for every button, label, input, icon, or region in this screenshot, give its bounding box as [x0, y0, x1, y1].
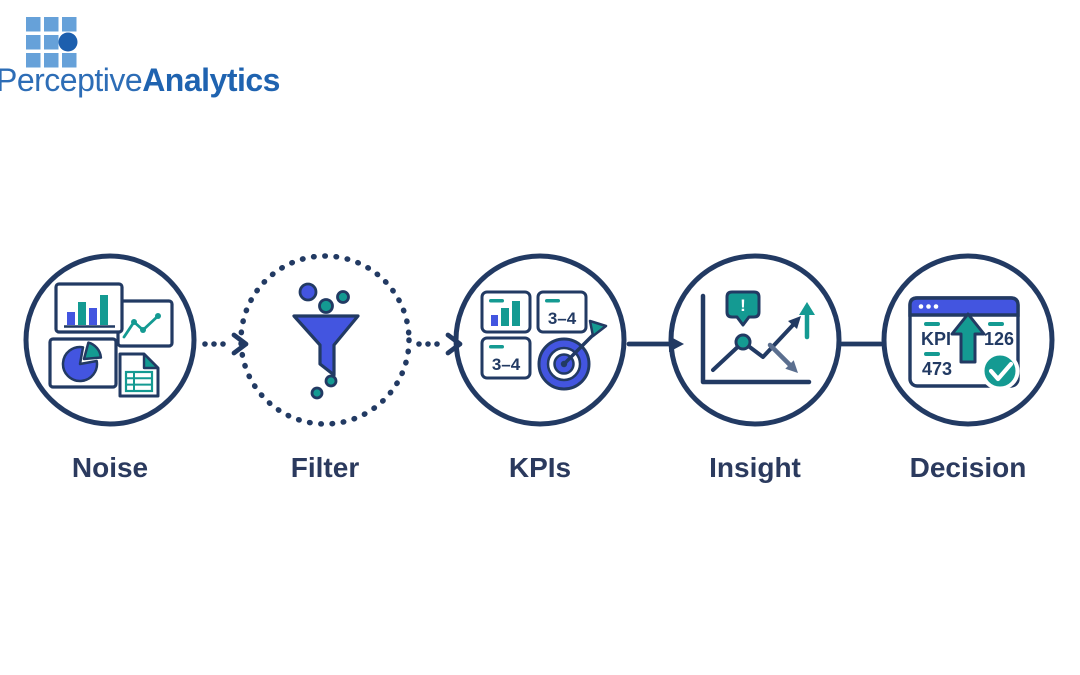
stage-circle-outline — [453, 253, 627, 427]
alert-bubble-icon: ! — [725, 290, 761, 327]
kpi-range-value: 3–4 — [548, 309, 577, 328]
down-arrow-icon — [767, 342, 798, 373]
spreadsheet-file-icon — [118, 352, 160, 398]
check-badge-icon — [980, 351, 1020, 391]
bar-chart-card-icon — [54, 282, 124, 334]
line-chart-card-icon — [116, 299, 174, 348]
brand-logo: PerceptiveAnalytics — [0, 0, 320, 110]
stage-label-insight: Insight — [709, 452, 801, 483]
alert-glyph: ! — [740, 296, 746, 315]
stage-decision: KPI 126 473 Decision — [880, 252, 1056, 484]
kpi-value-left: 473 — [922, 359, 952, 379]
brand-wordmark: PerceptiveAnalytics — [0, 62, 280, 99]
kpi-value-right: 126 — [984, 329, 1014, 349]
kpi-up-arrow-icon — [950, 312, 986, 364]
stage-label-noise: Noise — [71, 452, 149, 483]
logo-dot-icon — [58, 32, 78, 52]
stage-label-kpis: KPIs — [508, 452, 572, 483]
stage-label-decision: Decision — [909, 452, 1027, 483]
up-arrow-icon — [799, 302, 815, 340]
trend-chart-icon — [700, 293, 812, 385]
stage-insight: ! Insight — [667, 252, 843, 484]
pie-chart-card-icon — [48, 337, 118, 389]
target-bullseye-icon — [537, 319, 608, 391]
kpi-range-card-bottom: 3–4 — [480, 336, 532, 380]
kpi-range-card-top: 3–4 — [536, 290, 588, 334]
stage-label-filter: Filter — [290, 452, 360, 483]
stage-filter: Filter — [237, 252, 413, 484]
brand-logo-grid-icon — [26, 17, 78, 68]
data-point-icon — [734, 333, 752, 351]
funnel-icon — [292, 282, 360, 400]
brand-name-first: Perceptive — [0, 62, 143, 98]
mini-bar-chart-card-icon — [480, 290, 532, 334]
kpi-range-value: 3–4 — [492, 355, 521, 374]
stage-kpis: 3–4 3–4 KPIs — [452, 252, 628, 484]
brand-name-second: Analytics — [142, 62, 280, 98]
stage-circle-outline — [668, 253, 842, 427]
stage-noise: Noise — [22, 252, 198, 484]
kpi-label: KPI — [921, 329, 951, 349]
